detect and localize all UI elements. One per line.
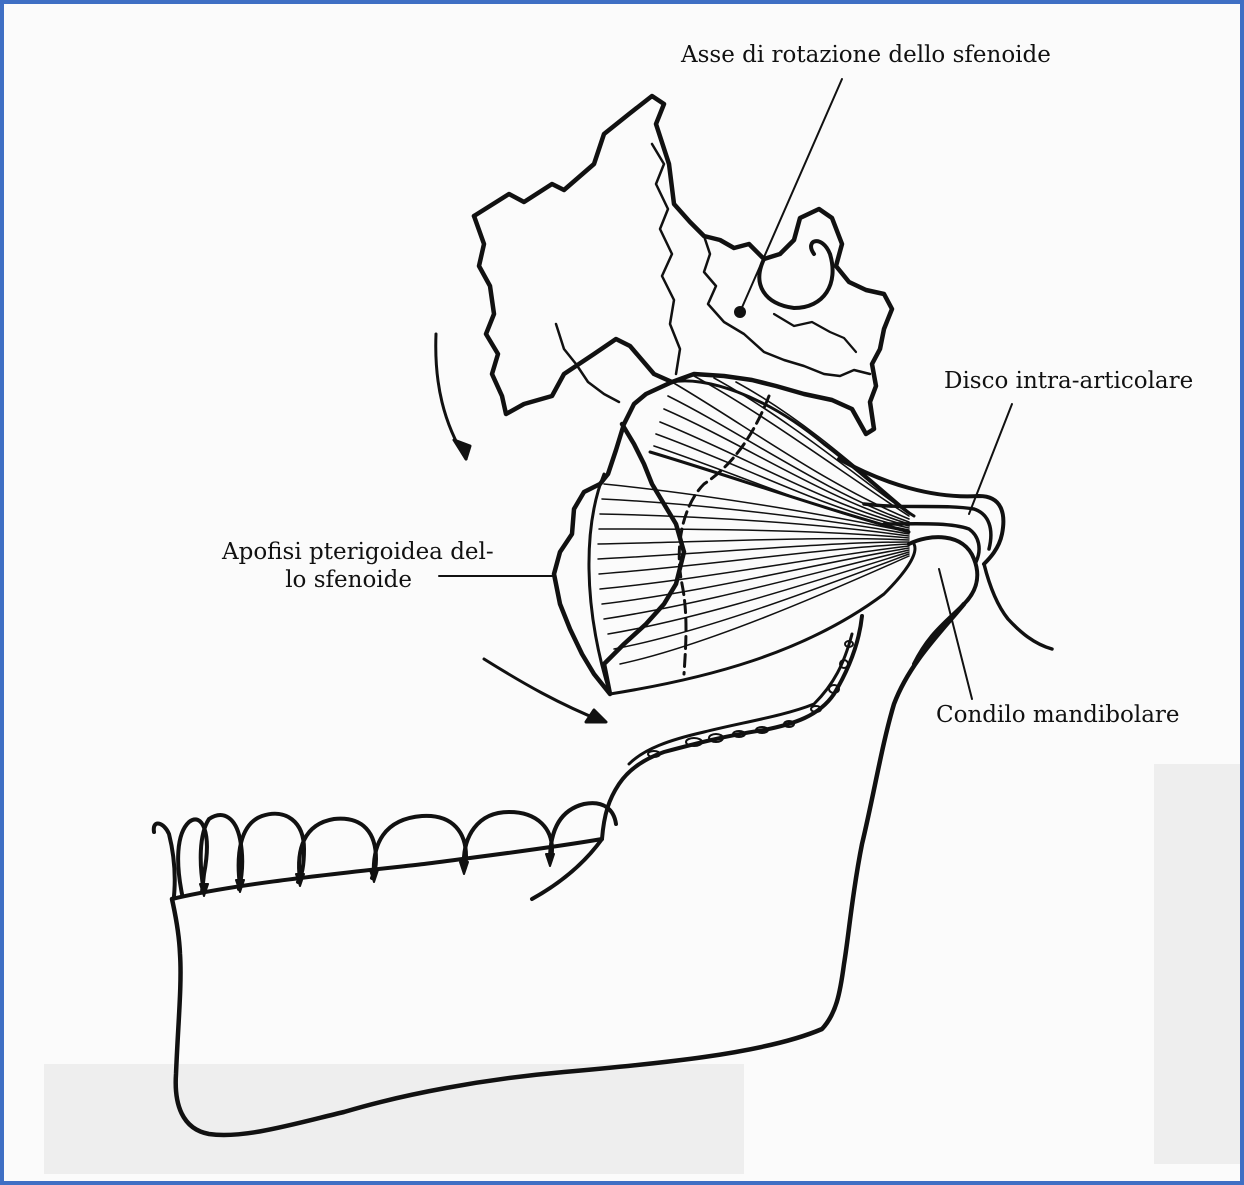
sphenoid-suture xyxy=(652,144,680,374)
ear-loop xyxy=(759,241,832,308)
posterior-capsule xyxy=(984,564,1052,649)
label-pterygoid-line1: Apofisi pterigoidea del- xyxy=(222,539,490,565)
label-pterygoid-line2: lo sfenoide xyxy=(222,567,412,593)
muscle-upper-outline xyxy=(650,381,914,532)
coronoid-notch xyxy=(532,616,862,899)
jaw-illustration xyxy=(4,4,1244,1185)
tooth-incisor xyxy=(154,824,175,896)
sphenoid-left-edge xyxy=(474,216,672,414)
sphenoid-detail-2 xyxy=(774,314,856,352)
rotation-arrow-upper xyxy=(436,334,466,459)
arrowhead-upper xyxy=(454,440,470,459)
mandible-outline xyxy=(172,604,964,1135)
muscle-lower-outline xyxy=(589,474,915,694)
condyle-head xyxy=(909,537,977,664)
arrowhead-lower xyxy=(586,710,606,722)
tooth-6 xyxy=(464,812,552,868)
alveolar-line xyxy=(172,839,602,899)
label-disc: Disco intra-articolare xyxy=(944,368,1193,394)
sphenoid-crest xyxy=(556,324,619,402)
leader-condyle xyxy=(939,569,972,699)
tooth-3 xyxy=(239,814,304,886)
rotation-arrow-lower xyxy=(484,659,604,722)
label-rotation-axis: Asse di rotazione dello sfenoide xyxy=(681,42,1051,68)
leader-rotation-axis xyxy=(740,79,842,312)
label-condyle: Condilo mandibolare xyxy=(936,702,1180,728)
